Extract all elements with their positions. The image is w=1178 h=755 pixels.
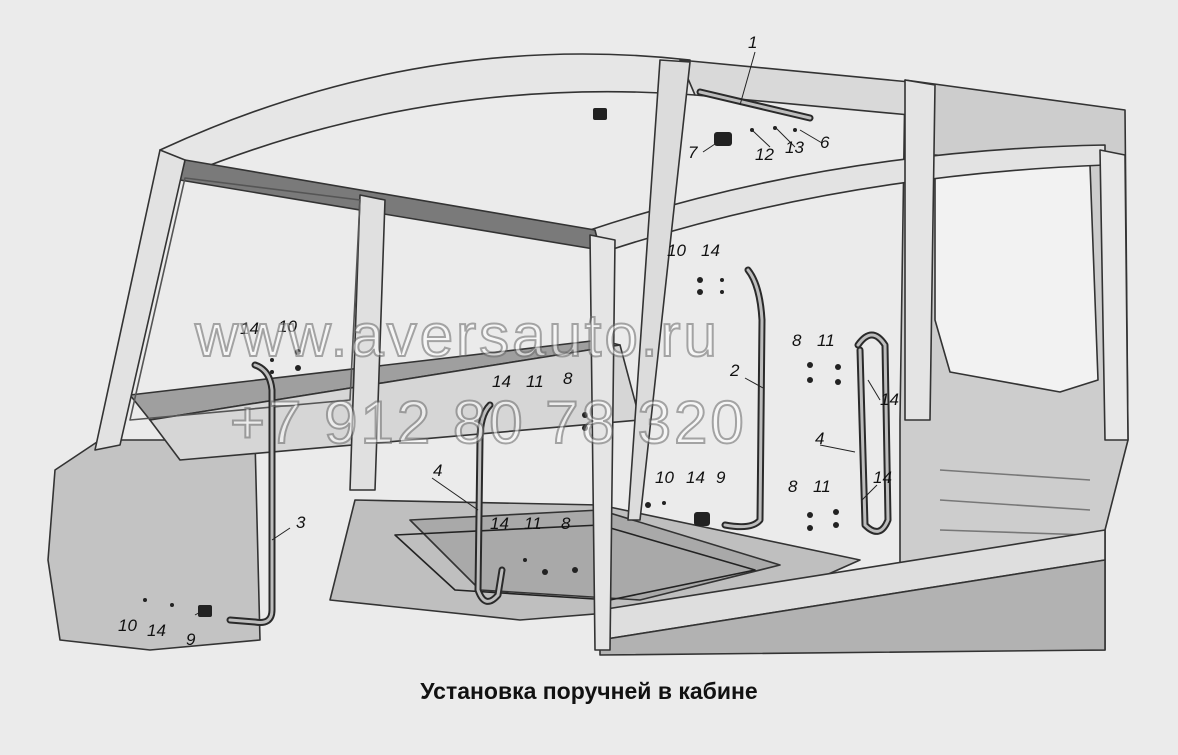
callout-8: 8 — [561, 514, 571, 533]
callout-14: 14 — [240, 319, 259, 338]
callout-14: 14 — [873, 468, 892, 487]
cap-7 — [714, 132, 732, 146]
callout-11: 11 — [524, 514, 542, 533]
front-pillar — [589, 234, 616, 651]
callout-4: 4 — [815, 429, 824, 448]
watermark: www.aversauto.ru +7 912 80 78 320 — [193, 301, 747, 457]
callout-13: 13 — [785, 138, 804, 157]
callout-6: 6 — [820, 133, 830, 152]
cap-9-left — [198, 605, 212, 617]
callout-11: 11 — [526, 372, 544, 391]
callout-11: 11 — [813, 477, 831, 496]
right-front-pillar — [1099, 149, 1129, 441]
fasteners — [143, 108, 841, 617]
callout-10: 10 — [655, 468, 674, 487]
handrail-inner — [228, 90, 890, 624]
callout-10: 10 — [278, 317, 297, 336]
center-left-pillar — [349, 194, 386, 491]
left-pillar — [94, 149, 186, 451]
right-wall-ribs — [939, 469, 1091, 536]
right-rear-pillar — [904, 79, 936, 421]
callout-11: 11 — [817, 331, 835, 350]
callout-3: 3 — [296, 513, 306, 532]
leader-lines — [194, 51, 881, 616]
left-wall — [47, 439, 261, 651]
cap-9-right — [694, 512, 710, 526]
rear-central-pillar — [627, 59, 691, 521]
cab-structure — [47, 53, 1129, 656]
callout-8: 8 — [563, 369, 573, 388]
floor-frame — [394, 524, 756, 601]
callout-8: 8 — [792, 331, 802, 350]
right-door-opening — [934, 154, 1099, 393]
callout-14: 14 — [701, 241, 720, 260]
callout-2: 2 — [729, 361, 740, 380]
callout-10: 10 — [667, 241, 686, 260]
watermark-phone: +7 912 80 78 320 — [230, 389, 747, 456]
callout-4: 4 — [433, 461, 442, 480]
callout-8: 8 — [788, 477, 798, 496]
callout-1: 1 — [748, 33, 757, 52]
callout-12: 12 — [755, 145, 774, 164]
callout-9: 9 — [716, 468, 726, 487]
callout-14: 14 — [880, 390, 899, 409]
figure-caption: Установка поручней в кабине — [420, 678, 758, 704]
left-window-frame — [129, 177, 361, 421]
watermark-url: www.aversauto.ru — [194, 302, 720, 369]
cap-top — [593, 108, 607, 120]
callout-7: 7 — [688, 143, 698, 162]
callout-14: 14 — [147, 621, 166, 640]
callouts: 1 6 7 12 13 10 14 14 10 8 11 2 14 11 8 1… — [118, 33, 899, 649]
callout-14: 14 — [492, 372, 511, 391]
callout-9: 9 — [186, 630, 196, 649]
callout-14: 14 — [686, 468, 705, 487]
callout-10: 10 — [118, 616, 137, 635]
callout-14: 14 — [490, 514, 509, 533]
